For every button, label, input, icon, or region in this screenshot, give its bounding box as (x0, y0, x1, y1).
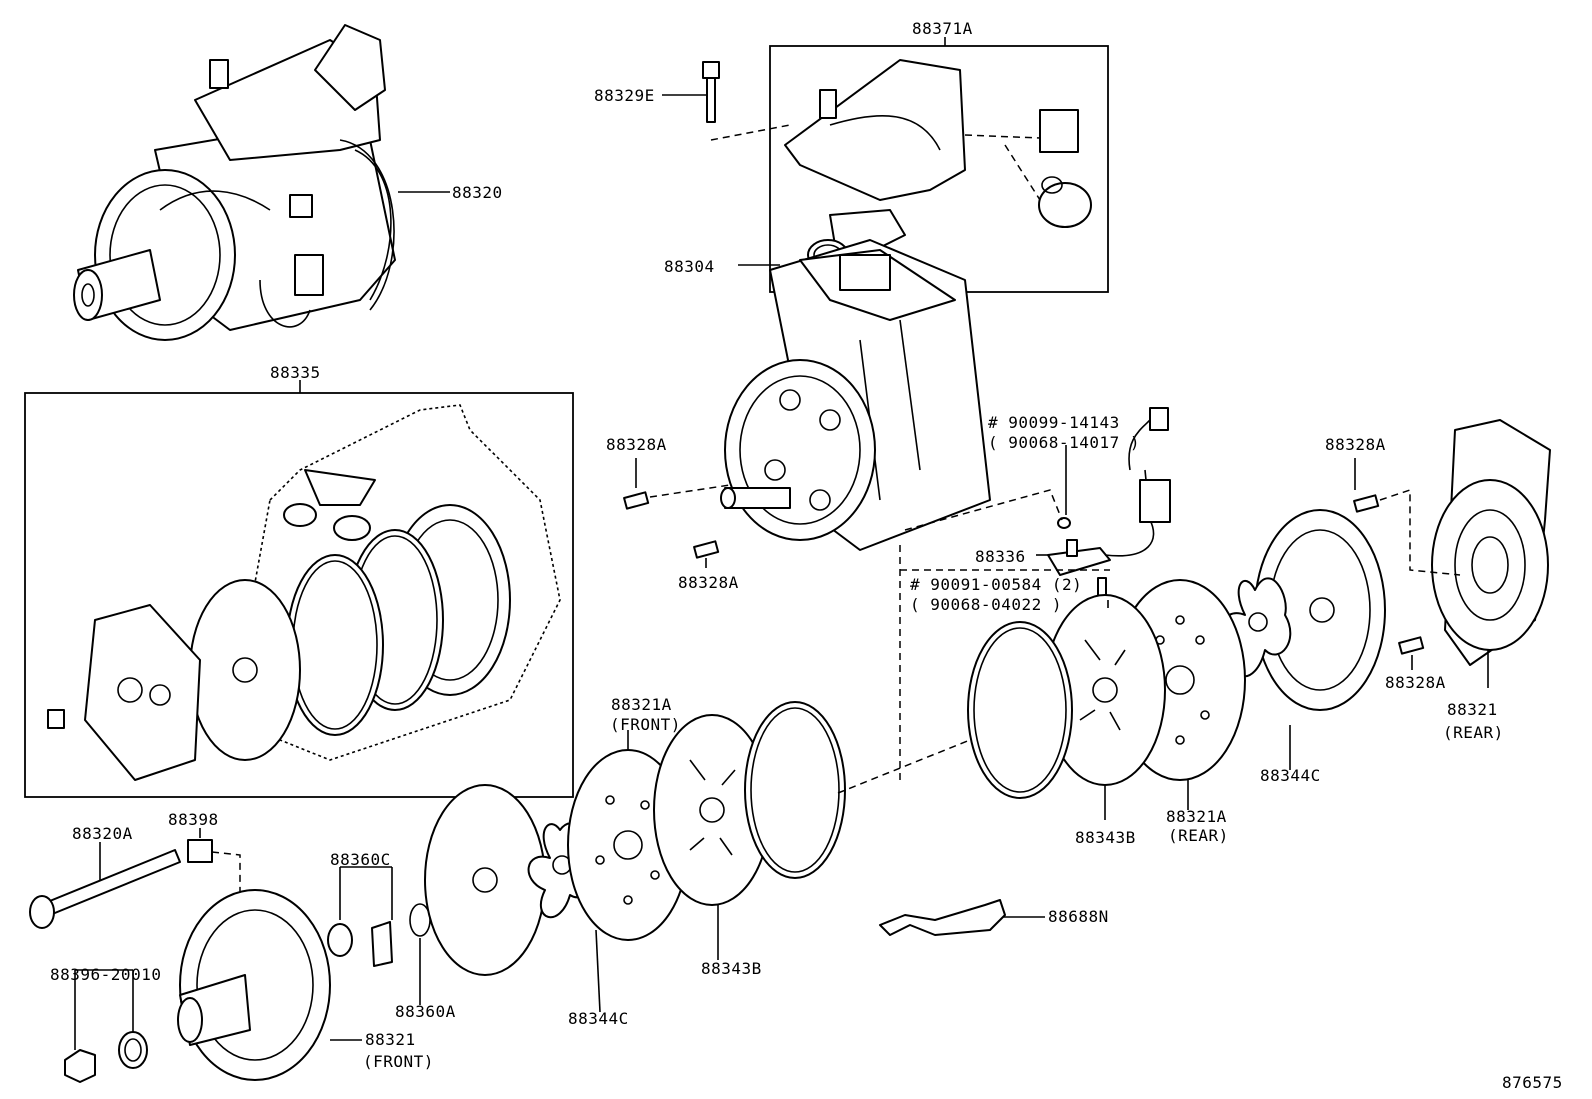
through-bolt-88320A[interactable] (29, 849, 181, 929)
pin-88328A-upper[interactable] (623, 491, 650, 510)
label-88328A-left-top: 88328A (606, 435, 667, 454)
label-88344C-right: 88344C (1260, 766, 1321, 785)
label-88343B-right: 88343B (1075, 828, 1136, 847)
label-88321-front-tag: (FRONT) (363, 1052, 434, 1071)
label-88321-front: 88321 (365, 1030, 416, 1049)
label-88360A: 88360A (395, 1002, 456, 1021)
label-88360C: 88360C (330, 850, 391, 869)
o-ring-front-inner (750, 707, 840, 873)
label-88321-rear-tag: (REAR) (1443, 723, 1504, 742)
leader-dash (904, 489, 1063, 531)
label-88320: 88320 (452, 183, 503, 202)
label-90068-04022: ( 90068-04022 ) (910, 595, 1062, 614)
label-88344C-left: 88344C (568, 1009, 629, 1028)
compressor-ghost-88335 (47, 404, 561, 781)
label-88328A-left-bottom: 88328A (678, 573, 739, 592)
nut-88396-20010[interactable] (64, 1031, 148, 1083)
label-88328A-right-top: 88328A (1325, 435, 1386, 454)
valve-plate-88343B-front-side[interactable] (424, 784, 546, 976)
label-88321A-front: 88321A (611, 695, 672, 714)
label-88336: 88336 (975, 547, 1026, 566)
label-90099-14143: # 90099-14143 (988, 413, 1120, 432)
label-88371A: 88371A (912, 19, 973, 38)
seal-88360C-ring[interactable] (327, 923, 353, 957)
label-88321A-rear: 88321A (1166, 807, 1227, 826)
label-90091-00584: # 90091-00584 (2) (910, 575, 1082, 594)
pin-88328A-rear-upper[interactable] (1353, 494, 1380, 513)
pin-88328A-lower[interactable] (693, 540, 720, 559)
bolt-88329E[interactable] (702, 61, 720, 123)
o-ring-rear[interactable] (967, 621, 1073, 799)
label-88321A-front-tag: (FRONT) (610, 715, 681, 734)
rear-housing-88321[interactable] (1431, 419, 1551, 666)
label-88335: 88335 (270, 363, 321, 382)
suction-valve-88343B-rear[interactable] (1044, 594, 1166, 786)
part-labels: 88371A 88329E 88320 88335 88304 88328A 8… (50, 19, 1563, 1092)
washer-88398[interactable] (187, 839, 213, 863)
label-88396-20010: 88396-20010 (50, 965, 161, 984)
diagram-id: 876575 (1502, 1073, 1563, 1092)
bracket-88688N[interactable] (879, 899, 1006, 936)
compressor-assembly-88320[interactable] (73, 24, 396, 341)
label-88329E: 88329E (594, 86, 655, 105)
label-88320A: 88320A (72, 824, 133, 843)
valve-plate-88343B-rear-side[interactable] (1254, 509, 1386, 711)
leader-lines (74, 37, 1489, 1050)
label-90068-14017: ( 90068-14017 ) (988, 433, 1140, 452)
leader-dash (1004, 144, 1041, 201)
seal-88360C-bushing[interactable] (371, 921, 393, 967)
label-88398: 88398 (168, 810, 219, 829)
leader-dash (964, 134, 1041, 139)
label-88688N: 88688N (1048, 907, 1109, 926)
label-88321-rear: 88321 (1447, 700, 1498, 719)
leader-dash (837, 739, 971, 794)
leader-dash (211, 851, 241, 895)
leader-dash (710, 124, 791, 141)
sensor-88336[interactable] (1047, 407, 1171, 576)
label-88304: 88304 (664, 257, 715, 276)
label-88328A-right-bottom: 88328A (1385, 673, 1446, 692)
front-housing-88321[interactable] (177, 889, 331, 1081)
leader-dash (649, 484, 731, 498)
o-ring-rear-inner (973, 627, 1067, 793)
pin-88328A-rear-lower[interactable] (1398, 636, 1425, 655)
label-88343B-left: 88343B (701, 959, 762, 978)
box-88335 (24, 392, 574, 798)
compressor-housing-88304[interactable] (720, 239, 991, 551)
o-ring-front[interactable] (744, 701, 846, 879)
label-88321A-rear-tag: (REAR) (1168, 826, 1229, 845)
leader-dash (1379, 488, 1461, 576)
